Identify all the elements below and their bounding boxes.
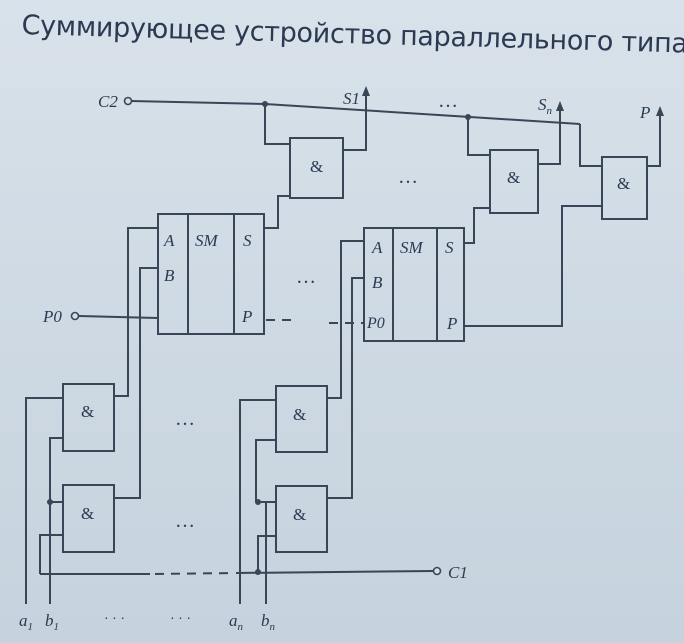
svg-text:&: &: [81, 504, 94, 523]
bn-label: bn: [261, 611, 276, 633]
dots-bottom-2: · · ·: [170, 612, 191, 627]
b1-label: b1: [45, 611, 59, 633]
ellipsis-and-upper: …: [175, 408, 195, 430]
svg-text:&: &: [293, 405, 306, 424]
top-and-gate-1: &: [289, 137, 344, 199]
svg-text:B: B: [164, 266, 175, 285]
svg-text:B: B: [372, 273, 383, 292]
s1-label: S1: [343, 89, 360, 108]
top-and-gate-p: &: [601, 156, 648, 220]
and-gate-a1: &: [62, 383, 115, 452]
and-gate-an: &: [275, 385, 328, 453]
svg-text:P: P: [446, 314, 457, 333]
c2-bus: [123, 96, 602, 167]
svg-text:A: A: [371, 238, 383, 257]
svg-text:P: P: [241, 307, 252, 326]
p0-label: P0: [42, 307, 62, 326]
top-and-gate-n: &: [489, 149, 539, 214]
svg-text:&: &: [310, 157, 323, 176]
svg-text:&: &: [507, 168, 520, 187]
ellipsis-top: …: [438, 90, 458, 112]
ellipsis-and-lower: …: [175, 510, 195, 532]
and-gate-b1: &: [62, 484, 115, 553]
svg-text:S: S: [243, 231, 252, 250]
sn-label: Sn: [538, 95, 553, 117]
c2-label: C2: [98, 92, 118, 111]
p-out-label: P: [639, 103, 650, 122]
p0-terminal: [70, 311, 80, 321]
ellipsis-gates: …: [398, 166, 418, 188]
c1-terminal: [432, 566, 442, 576]
svg-text:&: &: [617, 174, 630, 193]
svg-text:A: A: [163, 231, 175, 250]
an-label: an: [229, 611, 244, 633]
c1-label: C1: [448, 563, 468, 582]
svg-text:&: &: [81, 402, 94, 421]
svg-text:SM: SM: [400, 238, 424, 257]
svg-text:P0: P0: [366, 315, 385, 332]
ellipsis-sm: …: [296, 266, 316, 288]
c2-terminal: [123, 96, 133, 106]
and-gate-bn: &: [275, 485, 328, 553]
svg-text:&: &: [293, 505, 306, 524]
a1-label: a1: [19, 611, 33, 633]
sm-block-1: A SM S B P: [157, 213, 265, 335]
dots-bottom-1: · · ·: [104, 612, 125, 627]
sm-block-n: A SM S B P0 P: [363, 227, 465, 342]
svg-text:S: S: [445, 238, 454, 257]
svg-text:SM: SM: [195, 231, 219, 250]
